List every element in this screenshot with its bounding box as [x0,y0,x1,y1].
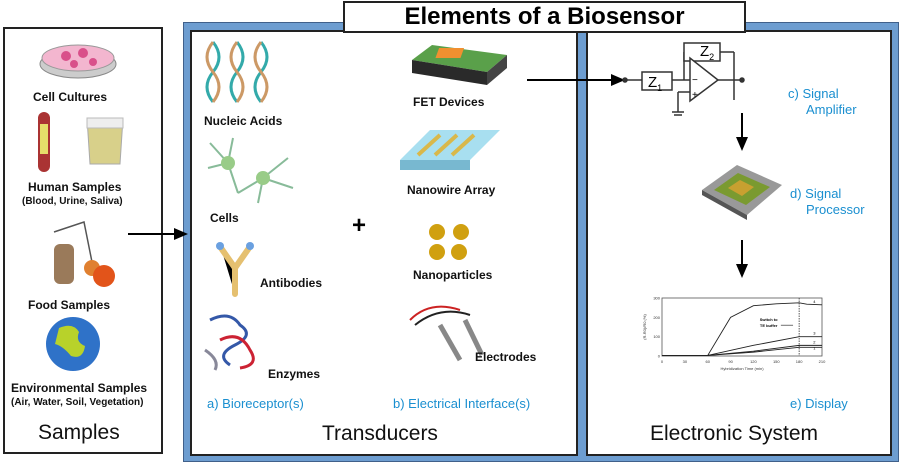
dna-icon [205,41,269,103]
sample-label: Cell Cultures [33,90,108,104]
y-tick-label: 200 [653,315,660,320]
petri-dish-icon [39,44,117,79]
x-tick-label: 90 [728,359,733,364]
display-chart: 0 30 60 90 120 150 180 210 0 100 200 300Hybridizati… [642,296,826,372]
diagram-title: Elements of a Biosensor [343,1,746,33]
bioreceptor-label: Cells [210,211,239,225]
interface-label: Electrodes [475,350,537,364]
interface-caption: b) Electrical Interface(s) [393,396,531,411]
amplifier-caption-2: Amplifier [806,102,857,117]
x-tick-label: 180 [796,359,803,364]
interface-label: FET Devices [413,95,485,109]
sample-detail: (Air, Water, Soil, Vegetation) [11,397,144,408]
antibody-icon [216,242,254,297]
display-caption: e) Display [790,396,848,411]
series-line-4 [662,302,823,356]
x-tick-label: 120 [750,359,757,364]
arrow-down-2 [736,240,748,278]
sample-label: Food Samples [28,298,111,312]
z1-letter: Z [648,74,658,91]
y-tick-label: 300 [653,296,660,301]
series-label: 4 [813,299,816,304]
transducers-heading: Transducers [322,422,438,445]
bioreceptor-caption: a) Bioreceptor(s) [207,396,304,411]
amplifier-caption-1: c) Signal [788,86,839,101]
plot-area [661,297,823,357]
electronic-heading: Electronic System [650,422,819,445]
bioreceptor-label: Nucleic Acids [204,114,283,128]
z2-label: Z2 [700,43,714,62]
enzyme-icon [204,314,255,371]
series-label: 2 [813,339,816,344]
electronic-system-panel [586,30,892,456]
processor-caption-1: d) Signal [790,186,842,201]
plus-sign: + [352,212,367,239]
opamp-minus: − [692,75,698,86]
x-tick-label: 210 [819,359,826,364]
samples-panel [3,27,163,454]
processor-caption-2: Processor [806,202,865,217]
transducers-panel [190,30,578,456]
arrow-fet-to-amplifier [527,74,625,86]
electrodes-icon [409,305,485,362]
processor-chip-icon [702,165,782,220]
series-label: 1 [813,345,816,350]
arrow-samples-to-transducers [128,228,188,240]
opamp-plus: + [692,90,698,101]
y-tick-label: 100 [653,334,660,339]
x-tick-label: 0 [661,359,664,364]
z2-letter: Z [700,43,710,60]
y-axis-label: (R-R0)/R0 (%) [642,314,647,340]
urine-cup-icon [86,117,124,165]
annotation-line2: TE buffer [760,323,778,328]
z1-label: Z1 [648,74,662,93]
x-tick-label: 60 [705,359,710,364]
sample-detail: (Blood, Urine, Saliva) [22,196,123,207]
food-icon [53,221,115,287]
bioreceptor-label: Antibodies [260,276,322,290]
samples-heading: Samples [38,421,120,444]
arrow-down-1 [736,113,748,151]
blood-tube-icon [38,112,50,172]
z1-subscript: 1 [657,83,663,93]
amplifier-circuit-icon [622,42,745,116]
nanoparticles-icon [429,224,469,260]
cells-icon [207,137,294,204]
y-tick-label: 0 [658,354,661,359]
interface-label: Nanoparticles [413,268,493,282]
sample-label: Environmental Samples [11,381,148,395]
fet-device-icon [412,45,507,85]
nanowire-array-icon [400,130,500,170]
annotation-line1: Switch to [760,317,778,322]
x-tick-label: 150 [773,359,780,364]
bioreceptor-label: Enzymes [268,367,321,381]
x-axis-label: Hybridization Time (min) [720,366,764,371]
series-label: 3 [813,331,816,336]
sample-label: Human Samples [28,180,122,194]
globe-icon [46,317,100,371]
z2-subscript: 2 [709,52,715,62]
interface-label: Nanowire Array [407,183,496,197]
x-tick-label: 30 [683,359,688,364]
